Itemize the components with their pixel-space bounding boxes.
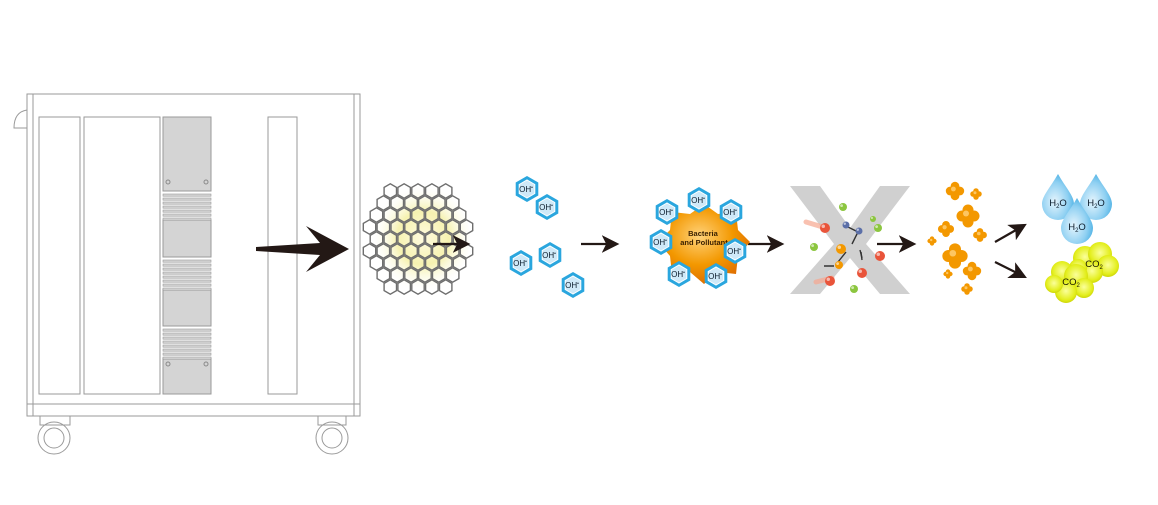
svg-text:OH•: OH• <box>542 251 556 260</box>
filter-block-3 <box>162 288 212 327</box>
hydroxyl-ring: OH• OH• OH• OH• OH• OH• OH• <box>649 187 747 289</box>
filter-block-2 <box>162 219 212 258</box>
svg-text:OH•: OH• <box>653 238 667 247</box>
ring-hydroxyl-5: OH• <box>723 238 747 264</box>
co2-clouds: CO2 CO2 <box>1045 242 1119 303</box>
filter-block-1 <box>162 116 212 192</box>
bacteria-label-line1: Bacteria <box>688 229 718 238</box>
svg-text:OH•: OH• <box>565 281 579 290</box>
svg-text:OH•: OH• <box>691 196 705 205</box>
svg-text:OH•: OH• <box>659 208 673 217</box>
ring-hydroxyl-4: OH• <box>649 229 673 255</box>
flow-arrows <box>433 223 1027 278</box>
ring-hydroxyl-1: OH• <box>687 187 711 213</box>
filter-block-4 <box>162 357 212 395</box>
svg-text:CO2: CO2 <box>1085 259 1103 271</box>
water-droplets: H2O H2O H2O <box>1042 174 1112 244</box>
co2-cloud-2: CO2 <box>1045 261 1094 303</box>
ring-hydroxyl-2: OH• <box>719 199 743 225</box>
big-flow-arrow <box>256 226 349 272</box>
droplet-3: H2O <box>1061 198 1093 244</box>
hydroxyl-radicals-group: OH• OH• OH• OH• OH• <box>509 176 585 298</box>
hydroxyl-badge-5: OH• <box>561 272 585 298</box>
svg-text:Bacteria and Pollutant: Bacteria and Pollutant <box>680 229 728 247</box>
panel-2 <box>83 116 161 395</box>
cross-mark <box>790 186 910 294</box>
hydroxyl-badge-1: OH• <box>515 176 539 202</box>
svg-text:H2O: H2O <box>1087 198 1105 210</box>
svg-text:H2O: H2O <box>1068 222 1086 234</box>
bacteria-label-line2: and Pollutant <box>680 238 728 247</box>
svg-text:OH•: OH• <box>708 272 722 281</box>
filter-module-stack <box>162 116 212 395</box>
svg-text:OH•: OH• <box>539 203 553 212</box>
droplet-1: H2O <box>1042 174 1074 220</box>
air-purifier-cabinet <box>13 93 361 455</box>
decomposition-stage <box>790 186 910 294</box>
svg-text:OH•: OH• <box>519 185 533 194</box>
arrow-5 <box>994 223 1027 243</box>
panel-1 <box>38 116 81 395</box>
svg-text:H2O: H2O <box>1049 198 1067 210</box>
arrow-6 <box>994 261 1027 278</box>
svg-text:OH•: OH• <box>513 259 527 268</box>
svg-text:OH•: OH• <box>671 270 685 279</box>
panel-4 <box>267 116 298 395</box>
ring-hydroxyl-6: OH• <box>667 261 691 287</box>
droplet-2: H2O <box>1080 174 1112 220</box>
pollutant-fragments <box>927 181 987 295</box>
cabinet-outer <box>26 93 361 417</box>
ring-hydroxyl-3: OH• <box>655 199 679 225</box>
svg-text:CO2: CO2 <box>1062 277 1080 289</box>
honeycomb-catalyst <box>362 182 474 296</box>
hydroxyl-badge-3: OH• <box>538 242 562 268</box>
handle <box>13 109 28 129</box>
hydroxyl-badge-2: OH• <box>535 194 559 220</box>
ring-hydroxyl-7: OH• <box>704 263 728 289</box>
svg-text:OH•: OH• <box>723 208 737 217</box>
svg-text:OH•: OH• <box>727 247 741 256</box>
bacteria-pollutant-cluster: Bacteria and Pollutant OH•OH•OH•OH•OH•OH… <box>649 187 750 289</box>
hydroxyl-badge-4: OH• <box>509 250 533 276</box>
wheel-left <box>37 416 71 455</box>
wheel-right <box>315 416 349 455</box>
